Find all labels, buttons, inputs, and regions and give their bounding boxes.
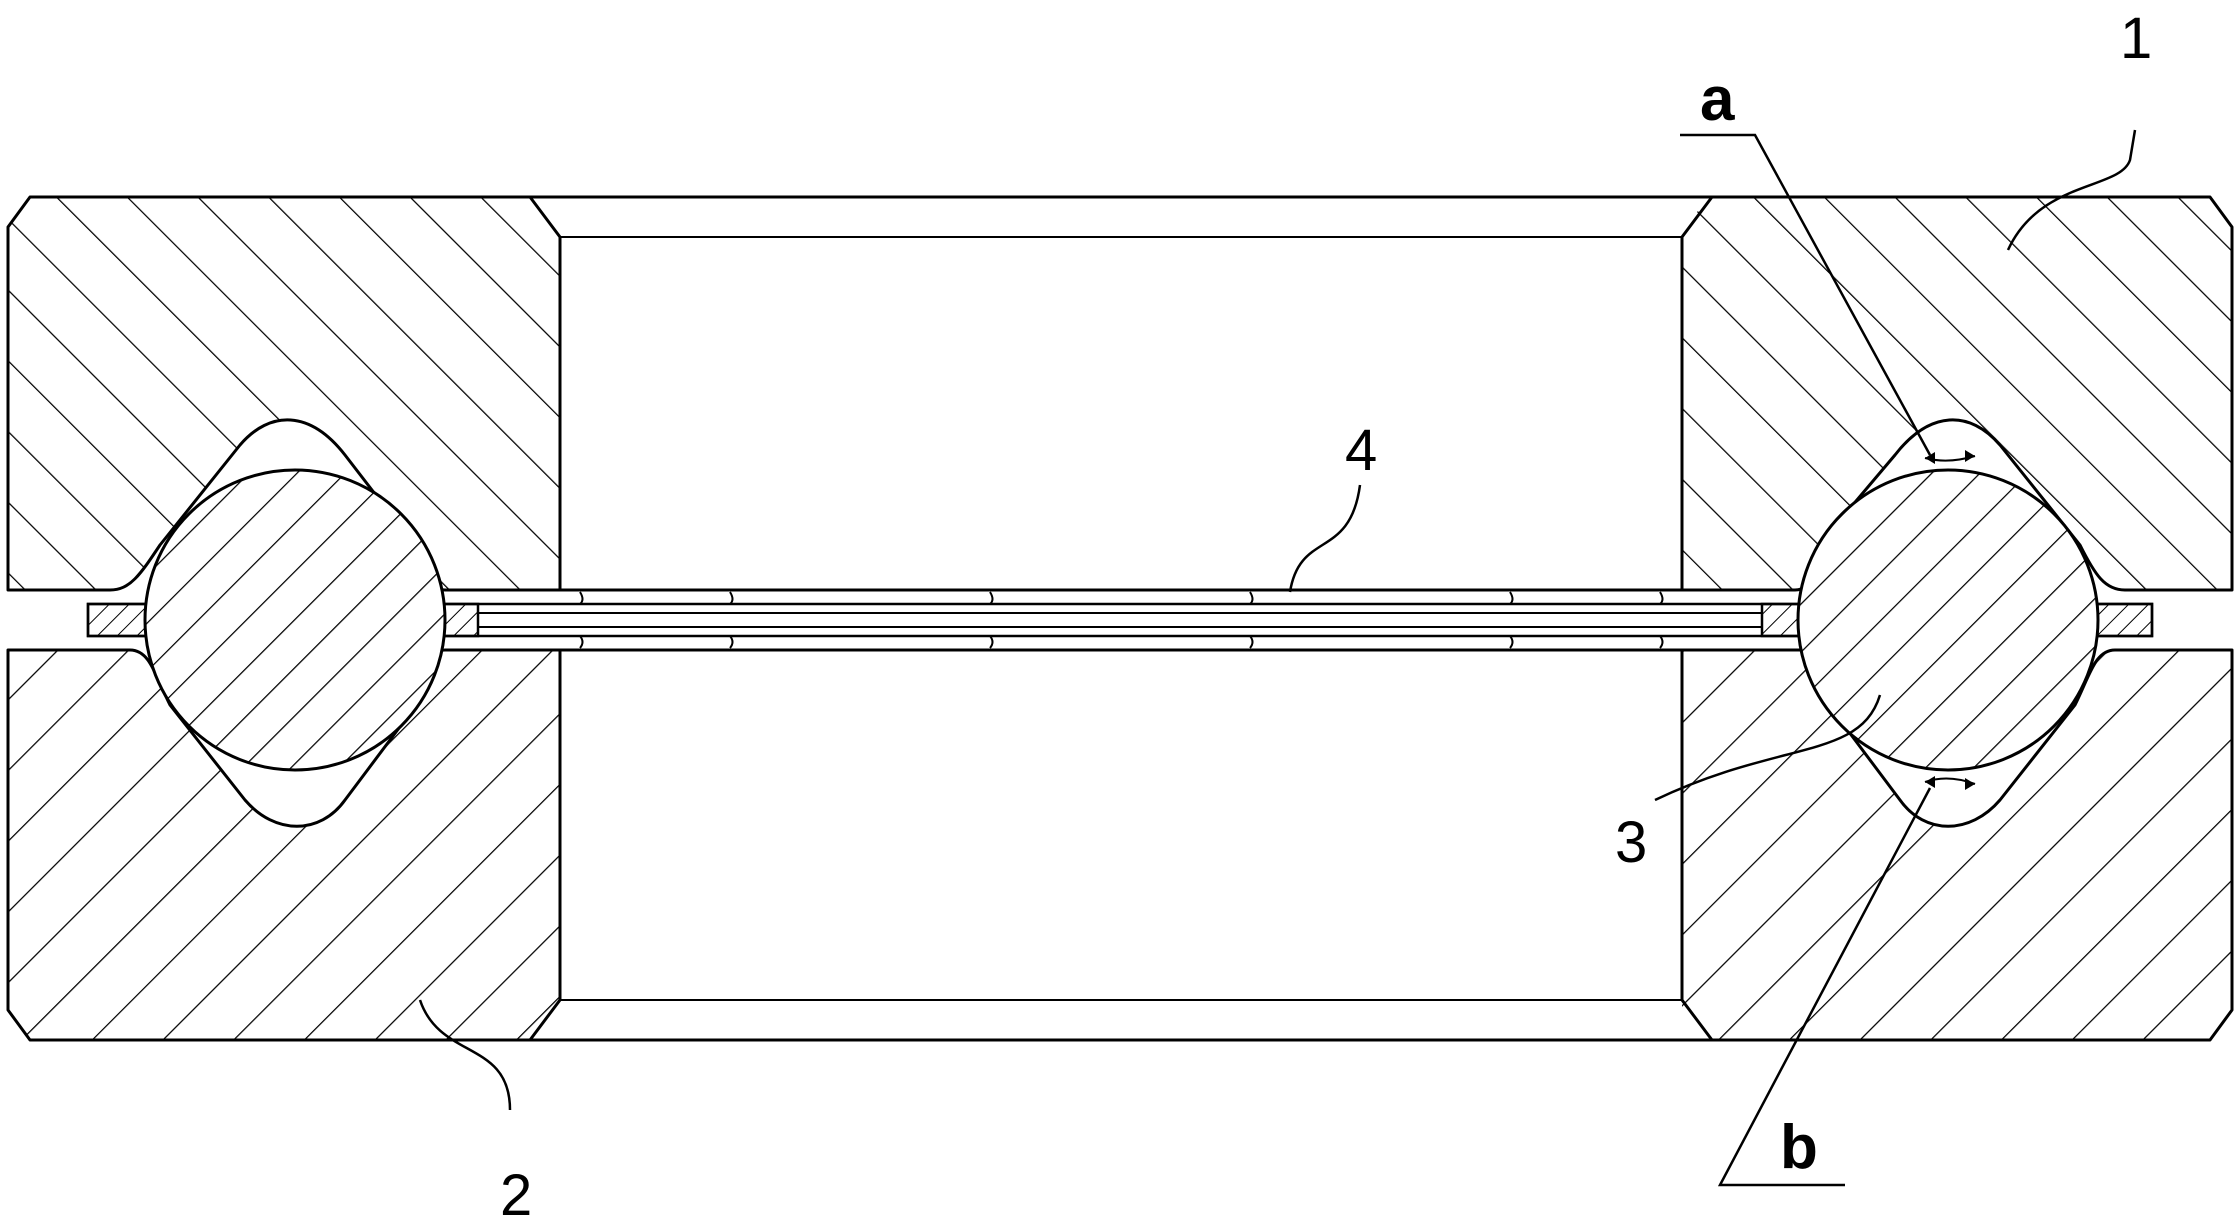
cage: [86, 591, 2154, 649]
angle-b-arrow-right: [1965, 778, 1975, 790]
cage-pocket-marks: [579, 591, 1664, 649]
cage-section-right-outer: [2090, 602, 2154, 638]
leader-line-b: [1717, 787, 1932, 1187]
callout-label-a: a: [1700, 65, 1735, 134]
upper-washer-outline: [6, 195, 2234, 592]
callout-label-4: 4: [1345, 418, 1377, 483]
callout-label-1: 1: [2120, 6, 2152, 71]
angle-marks: [1924, 450, 1976, 790]
angle-b-arrow-left: [1925, 776, 1935, 788]
balls: [143, 468, 2100, 772]
callout-label-b: b: [1780, 1113, 1818, 1182]
leader-lines: [418, 129, 2137, 1187]
angle-a-arrow-left: [1925, 452, 1935, 464]
callout-label-3: 3: [1615, 810, 1647, 875]
ball-left: [143, 468, 447, 772]
leader-line-a: [1680, 133, 1932, 456]
leader-line-3: [1654, 694, 1882, 802]
leader-line-4: [1288, 484, 1362, 593]
leader-line-2: [418, 999, 512, 1111]
ball-right: [1796, 468, 2100, 772]
upper-washer: [6, 195, 2234, 592]
cage-section-left-outer: [86, 602, 150, 638]
leader-line-1: [2006, 129, 2137, 251]
angle-a-arrow-right: [1965, 450, 1975, 462]
callout-label-2: 2: [500, 1163, 532, 1224]
